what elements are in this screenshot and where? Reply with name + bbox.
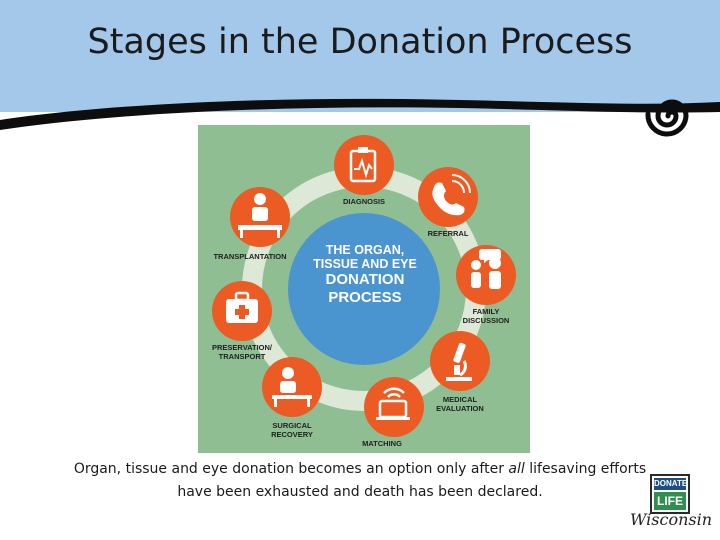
slide-title: Stages in the Donation Process [87,22,633,62]
stage-label-referral: REFERRAL [427,229,469,238]
stage-preservation-icon [212,281,272,341]
stage-label-family: FAMILY DISCUSSION [462,307,510,325]
spiral-icon [645,99,689,137]
donate-life-wisconsin-logo: DONATE LIFE Wisconsin [628,470,714,536]
caption-text-before: Organ, tissue and eye donation becomes a… [73,461,509,477]
stage-transplantation-icon [230,187,290,247]
stage-medical-evaluation-icon [430,331,490,391]
center-line-3: DONATION [325,271,405,288]
stage-label-surgical: SURGICAL RECOVERY [271,421,313,439]
stage-label-matching: MATCHING [362,439,402,448]
stage-label-transplantation: TRANSPLANTATION [213,252,287,261]
header-swoosh [0,98,720,130]
stage-referral-icon [418,167,478,227]
process-center-circle [288,213,440,365]
stage-matching-icon [364,377,424,437]
donation-process-diagram: THE ORGAN, TISSUE AND EYE DONATION PROCE… [198,125,530,453]
center-line-4: PROCESS [328,289,402,306]
stage-family-icon [456,245,516,305]
stage-surgical-recovery-icon [262,357,322,417]
stage-diagnosis-icon [334,135,394,195]
caption-emphasis: all [508,461,525,477]
stage-label-medical: MEDICAL EVALUATION [436,395,484,413]
logo-life-text: LIFE [654,492,686,510]
logo-script-text: Wisconsin [630,510,713,529]
logo-box: DONATE LIFE [650,474,690,514]
center-line-1: THE ORGAN, [325,243,405,257]
stage-label-diagnosis: DIAGNOSIS [342,197,386,206]
logo-donate-text: DONATE [654,478,688,490]
slide-header-band [0,0,720,112]
caption-text-after: lifesaving efforts have been exhausted a… [177,461,647,500]
process-center-text: THE ORGAN, TISSUE AND EYE DONATION PROCE… [290,243,440,307]
slide-caption: Organ, tissue and eye donation becomes a… [60,458,660,504]
center-line-2: TISSUE AND EYE [313,257,417,271]
stage-label-preservation: PRESERVATION/ TRANSPORT [211,343,272,361]
